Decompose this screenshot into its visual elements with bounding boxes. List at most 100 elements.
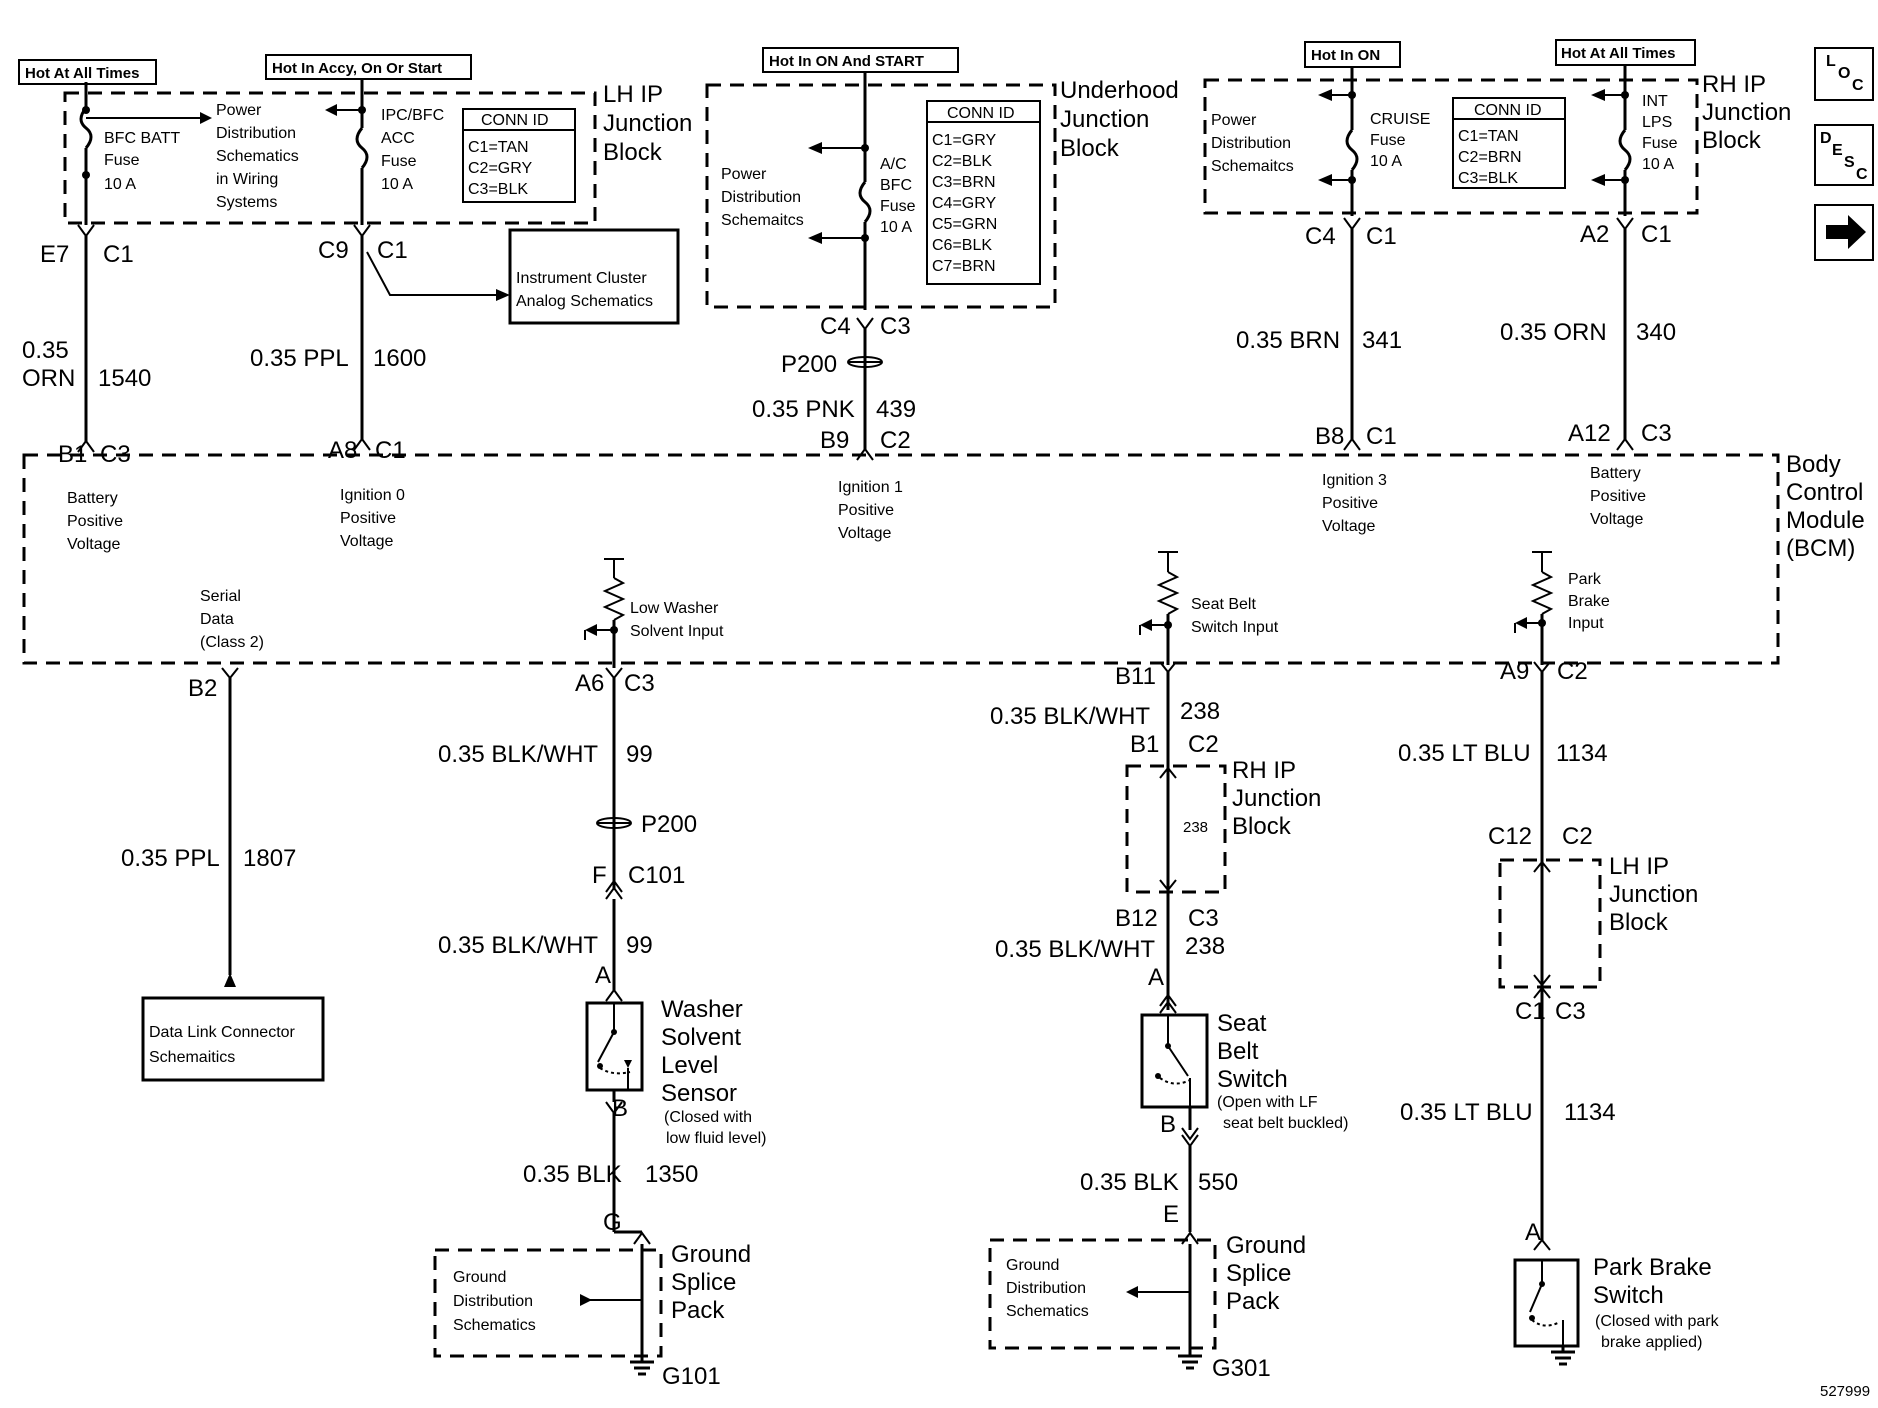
svg-text:LH IP: LH IP [603, 81, 663, 108]
svg-text:E7: E7 [40, 241, 69, 268]
svg-text:Block: Block [1702, 127, 1762, 154]
svg-text:Positive: Positive [838, 502, 894, 519]
svg-text:C3: C3 [1188, 905, 1219, 932]
svg-text:Systems: Systems [216, 194, 277, 211]
svg-text:Power: Power [1211, 112, 1257, 129]
svg-text:B8: B8 [1315, 423, 1344, 450]
svg-text:Ignition 1: Ignition 1 [838, 479, 903, 496]
svg-text:Splice: Splice [1226, 1260, 1291, 1287]
svg-text:C1: C1 [1366, 223, 1397, 250]
desc-button[interactable]: D E S C [1814, 124, 1874, 186]
svg-text:Level: Level [661, 1052, 718, 1079]
svg-text:Data Link Connector: Data Link Connector [149, 1024, 296, 1041]
data-link-connector-box: Data Link Connector Schemaitics [141, 996, 325, 1082]
svg-text:C4=GRY: C4=GRY [932, 195, 997, 212]
svg-text:Switch: Switch [1593, 1282, 1664, 1309]
svg-text:(Closed with park: (Closed with park [1595, 1313, 1720, 1330]
svg-text:0.35 BLK: 0.35 BLK [1080, 1169, 1179, 1196]
svg-text:0.35 LT BLU: 0.35 LT BLU [1400, 1099, 1533, 1126]
svg-text:C5=GRN: C5=GRN [932, 216, 997, 233]
svg-text:Fuse: Fuse [1642, 135, 1678, 152]
svg-text:Ignition 0: Ignition 0 [340, 487, 405, 504]
svg-text:(Class 2): (Class 2) [200, 634, 264, 651]
svg-text:RH IP: RH IP [1702, 71, 1766, 98]
svg-text:C: C [1852, 77, 1864, 94]
svg-text:Block: Block [1609, 909, 1669, 936]
svg-text:C3=BRN: C3=BRN [932, 174, 996, 191]
svg-text:Fuse: Fuse [381, 153, 417, 170]
svg-text:1540: 1540 [98, 365, 151, 392]
svg-text:B: B [1160, 1111, 1176, 1138]
svg-text:0.35 ORN: 0.35 ORN [1500, 319, 1607, 346]
svg-text:10 A: 10 A [1370, 153, 1402, 170]
svg-text:Voltage: Voltage [67, 536, 120, 553]
loc-button[interactable]: L O C [1814, 47, 1874, 101]
svg-text:D: D [1820, 130, 1832, 147]
svg-text:S: S [1844, 154, 1855, 171]
svg-text:C1: C1 [377, 237, 408, 264]
svg-text:B12: B12 [1115, 905, 1158, 932]
svg-text:C9: C9 [318, 237, 349, 264]
resistor-icon [1156, 571, 1180, 615]
svg-text:Splice: Splice [671, 1269, 736, 1296]
svg-text:10 A: 10 A [104, 176, 136, 193]
hot-all-times-label-1: Hot At All Times [18, 59, 157, 85]
body-control-module: Body Control Module (BCM) Battery Positi… [22, 451, 1865, 665]
next-page-button[interactable] [1814, 204, 1874, 261]
svg-text:C1: C1 [1641, 221, 1672, 248]
svg-text:Junction: Junction [1060, 106, 1149, 133]
svg-text:P200: P200 [781, 351, 837, 378]
svg-text:Analog Schematics: Analog Schematics [516, 293, 653, 310]
wire-1600: C9 C1 0.35 PPL 1600 A8 C1 [250, 224, 426, 464]
svg-text:1600: 1600 [373, 345, 426, 372]
svg-text:G301: G301 [1212, 1355, 1271, 1382]
svg-text:Control: Control [1786, 479, 1863, 506]
svg-text:Distribution: Distribution [216, 125, 296, 142]
svg-text:Ground: Ground [453, 1269, 506, 1286]
svg-text:Distribution: Distribution [453, 1293, 533, 1310]
svg-text:E: E [1832, 142, 1843, 159]
ground-icon [1178, 1354, 1202, 1370]
svg-text:Junction: Junction [1702, 99, 1791, 126]
washer-circuit: A6 C3 0.35 BLK/WHT 99 P200 F C101 0.35 B… [433, 665, 766, 1390]
svg-text:(Closed with: (Closed with [664, 1109, 752, 1126]
svg-text:Junction: Junction [1232, 785, 1321, 812]
svg-text:340: 340 [1636, 319, 1676, 346]
svg-text:C12: C12 [1488, 823, 1532, 850]
arrow-right-icon [1826, 215, 1866, 249]
svg-text:ORN: ORN [22, 365, 75, 392]
svg-text:0.35 PNK: 0.35 PNK [752, 396, 855, 423]
svg-text:Ignition 3: Ignition 3 [1322, 472, 1387, 489]
svg-text:Instrument Cluster: Instrument Cluster [516, 270, 647, 287]
svg-text:Power: Power [721, 166, 767, 183]
ground-icon [1551, 1350, 1575, 1366]
svg-text:A: A [1525, 1219, 1541, 1246]
svg-text:CONN ID: CONN ID [1474, 102, 1542, 119]
svg-text:Switch Input: Switch Input [1191, 619, 1279, 636]
svg-text:Pack: Pack [671, 1297, 725, 1324]
svg-text:Positive: Positive [67, 513, 123, 530]
svg-text:0.35 BLK/WHT: 0.35 BLK/WHT [990, 703, 1150, 730]
svg-text:Distribution: Distribution [1006, 1280, 1086, 1297]
svg-text:G101: G101 [662, 1363, 721, 1390]
seat-belt-switch [1140, 1013, 1209, 1109]
svg-text:LH IP: LH IP [1609, 853, 1669, 880]
svg-text:99: 99 [626, 741, 653, 768]
svg-text:B2: B2 [188, 675, 217, 702]
svg-text:0.35 BLK/WHT: 0.35 BLK/WHT [995, 936, 1155, 963]
svg-text:Belt: Belt [1217, 1038, 1259, 1065]
svg-text:Block: Block [1232, 813, 1292, 840]
svg-text:Ground: Ground [671, 1241, 751, 1268]
svg-text:Fuse: Fuse [880, 198, 916, 215]
svg-text:A: A [595, 962, 611, 989]
svg-text:A12: A12 [1568, 420, 1611, 447]
svg-text:Schemaitcs: Schemaitcs [1211, 158, 1294, 175]
svg-text:0.35 BRN: 0.35 BRN [1236, 327, 1340, 354]
svg-text:C1: C1 [1515, 998, 1546, 1025]
svg-text:Hot In Accy, On Or Start: Hot In Accy, On Or Start [272, 60, 442, 77]
svg-text:550: 550 [1198, 1169, 1238, 1196]
fuse-icon [79, 107, 93, 149]
svg-text:C: C [1856, 166, 1868, 183]
svg-text:Power: Power [216, 102, 262, 119]
svg-text:C2: C2 [1557, 658, 1588, 685]
